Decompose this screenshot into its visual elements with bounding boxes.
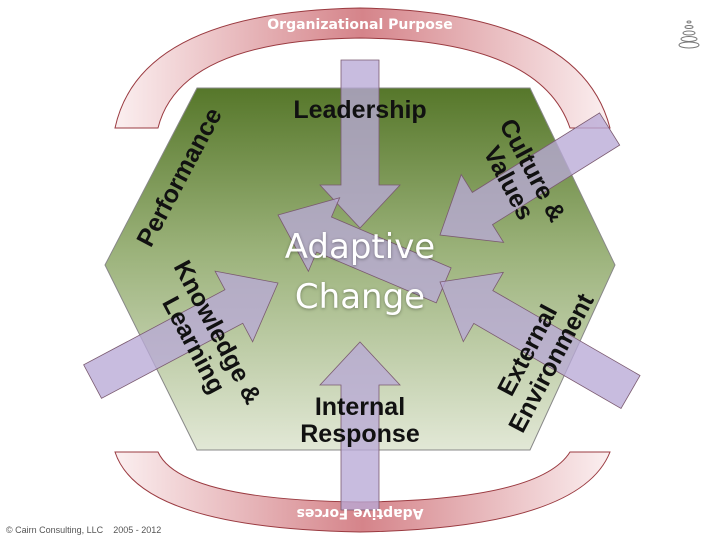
internal-line-2: Response <box>300 420 420 448</box>
adaptive-forces-label: Adaptive Forces <box>296 505 424 521</box>
center-line-2: Change <box>294 277 426 317</box>
copyright-footer: © Cairn Consulting, LLC 2005 - 2012 <box>6 525 161 535</box>
organizational-purpose-label: Organizational Purpose <box>267 17 453 33</box>
leadership-arrow <box>319 59 401 229</box>
culture-arrow <box>439 112 621 243</box>
internal-line-1: Internal <box>314 393 406 421</box>
performance-arrow <box>277 197 452 304</box>
internal-response-arrow <box>319 341 401 511</box>
copyright-text: © Cairn Consulting, LLC <box>6 525 104 535</box>
bottom-band-arc <box>114 451 611 533</box>
adaptive-change-label: Adaptive Change <box>210 222 510 322</box>
leadership-label: Leadership <box>293 96 427 124</box>
top-band-arc <box>114 7 611 129</box>
knowledge-arrow <box>83 270 279 399</box>
cairn-logo-icon <box>678 20 700 49</box>
internal-response-label: Internal Response <box>280 394 440 448</box>
copyright-years: 2005 - 2012 <box>113 525 162 535</box>
external-arrow <box>439 271 641 410</box>
center-line-1: Adaptive <box>284 227 436 267</box>
